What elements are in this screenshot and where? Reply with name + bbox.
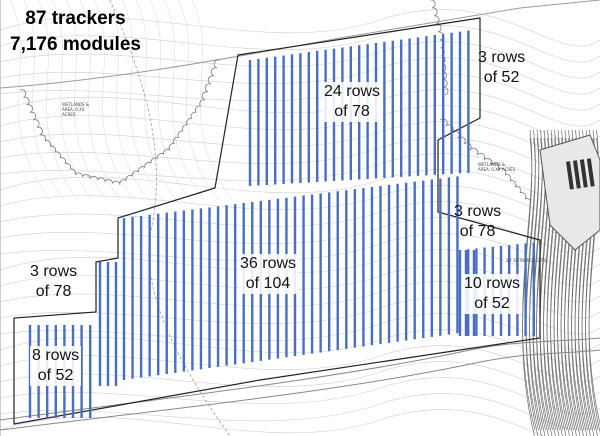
label-right-block: 10 rows of 52 [462, 274, 523, 314]
summary-title: 87 trackers 7,176 modules [10, 6, 141, 58]
contour-line [121, 0, 163, 201]
contour-line [0, 25, 600, 63]
road-line [0, 349, 600, 431]
contour-line [0, 185, 600, 223]
label-mid-right-block: 3 rows of 78 [454, 203, 502, 240]
tracker-count: 87 trackers [25, 8, 126, 29]
contour-line [0, 217, 600, 255]
contour-line [0, 377, 600, 415]
wetland-boundary [19, 59, 221, 186]
contour-line [0, 393, 600, 431]
setback-line [109, 0, 231, 436]
contour-line [149, 0, 191, 201]
contour-line [0, 9, 600, 47]
label-top-right-block: 3 rows of 52 [478, 49, 526, 86]
terrain-contour [525, 137, 539, 436]
contour-line [191, 0, 233, 201]
building-stripe [566, 161, 574, 190]
terrain-contour [529, 137, 542, 436]
contour-line [37, 0, 79, 201]
label-left-block: 3 rows of 78 [30, 263, 78, 300]
wetland-note-right: WETLANDS & AREA: 0.XX ACRES [478, 162, 516, 172]
road-line [0, 337, 600, 421]
building-stripe [586, 158, 595, 187]
property-line [0, 0, 600, 89]
contour-line [107, 0, 149, 201]
contour-line [0, 41, 600, 79]
wetland-note-left: WETLANDS & AREA: 0.XX ACRES [62, 102, 89, 117]
entrance-gate-note: 20' ENTRANCE GATE [506, 258, 547, 263]
label-upper-block: 24 rows of 78 [322, 82, 383, 122]
label-bottom-left-block: 8 rows of 52 [30, 346, 82, 386]
building-stripe [579, 159, 588, 188]
contour-line [93, 0, 135, 201]
contour-line [163, 0, 205, 201]
contour-line [65, 0, 107, 201]
contour-line [79, 0, 121, 201]
label-center-block: 36 rows of 104 [238, 254, 299, 294]
contour-line [9, 0, 51, 201]
building-structure [539, 134, 600, 251]
contour-line [0, 57, 600, 95]
contour-line [51, 0, 93, 201]
building-stripe [572, 160, 581, 189]
contour-line [23, 0, 65, 201]
wetland-boundary [430, 0, 449, 96]
module-count: 7,176 modules [10, 34, 141, 55]
contour-line [135, 0, 177, 201]
contour-line [177, 0, 219, 201]
